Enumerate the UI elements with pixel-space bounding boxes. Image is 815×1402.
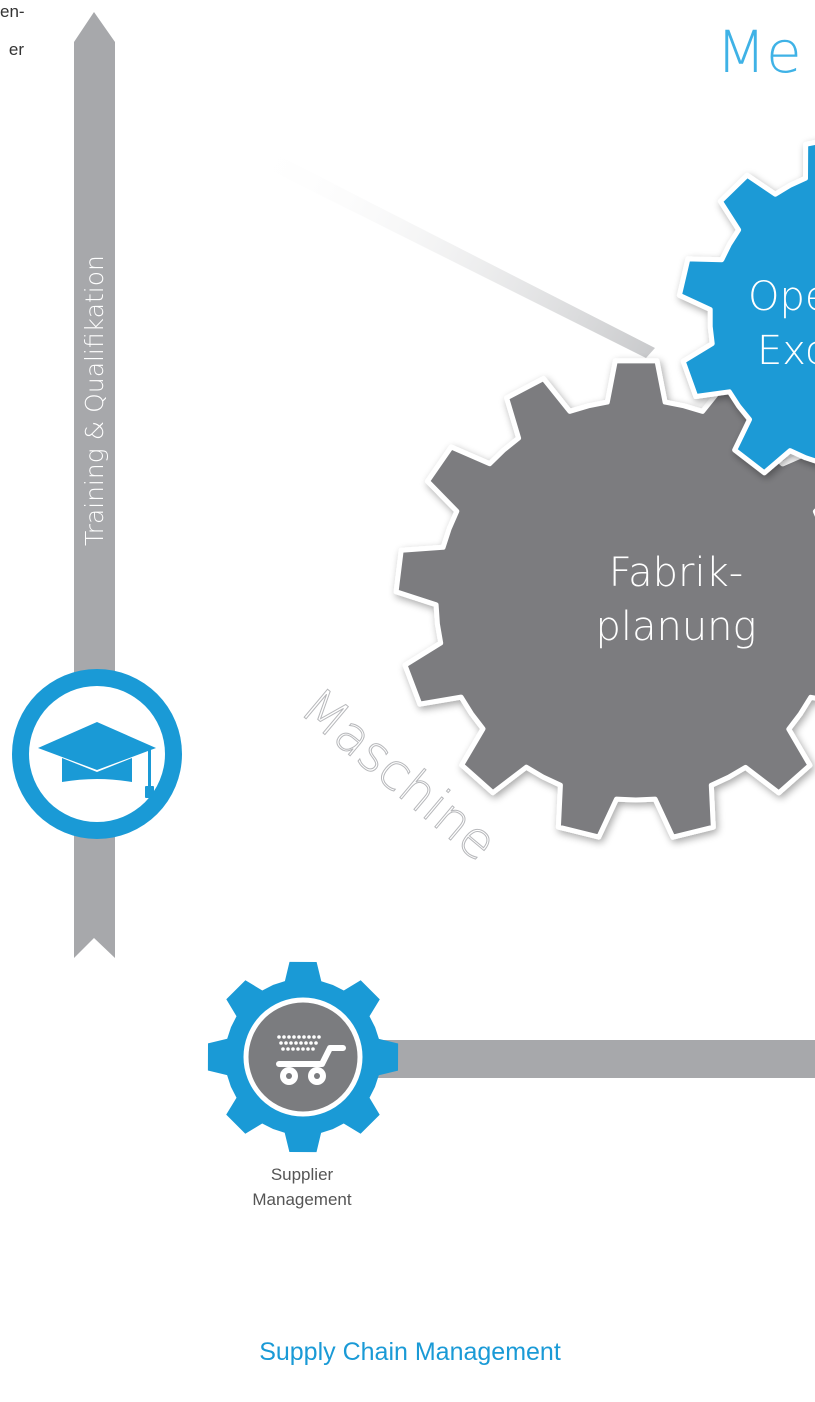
shopping-cart-icon bbox=[276, 1035, 346, 1085]
cart-dot bbox=[277, 1035, 281, 1039]
cart-dot bbox=[309, 1041, 313, 1045]
training-bar-label: Training & Qualifikation bbox=[80, 255, 109, 546]
supply-chain-bar bbox=[340, 1040, 815, 1078]
graduation-cap-icon bbox=[38, 722, 156, 798]
supplier-label-line2: Management bbox=[252, 1190, 352, 1209]
cart-dot bbox=[289, 1041, 293, 1045]
cart-dot bbox=[306, 1047, 310, 1051]
cart-dot bbox=[301, 1047, 305, 1051]
cart-dot bbox=[317, 1035, 321, 1039]
cart-dot bbox=[286, 1047, 290, 1051]
cart-dot bbox=[312, 1035, 316, 1039]
top-left-fragment-1: en- bbox=[0, 2, 25, 21]
cart-dot bbox=[294, 1041, 298, 1045]
cart-dot bbox=[304, 1041, 308, 1045]
cart-dot bbox=[287, 1035, 291, 1039]
supply-chain-label: Supply Chain Management bbox=[259, 1338, 561, 1366]
cart-dot bbox=[297, 1035, 301, 1039]
opex-label-line1: Ope bbox=[748, 274, 815, 320]
cart-dot bbox=[292, 1035, 296, 1039]
cart-dot bbox=[314, 1041, 318, 1045]
cart-dot bbox=[281, 1047, 285, 1051]
supplier-label: Supplier Management bbox=[200, 1162, 404, 1212]
top-left-fragment-2: er bbox=[8, 40, 24, 59]
cart-dot bbox=[279, 1041, 283, 1045]
cart-dot bbox=[296, 1047, 300, 1051]
title-fragment: Me bbox=[716, 18, 802, 86]
cart-dot bbox=[307, 1035, 311, 1039]
diagonal-beam bbox=[242, 140, 655, 358]
fabrikplanung-label-line2: planung bbox=[595, 604, 756, 650]
cart-dot bbox=[282, 1035, 286, 1039]
cart-dot bbox=[311, 1047, 315, 1051]
opex-label-line2: Exc bbox=[757, 328, 815, 374]
cart-dot bbox=[284, 1041, 288, 1045]
supplier-label-line1: Supplier bbox=[270, 1165, 334, 1184]
fabrikplanung-label-line1: Fabrik- bbox=[609, 550, 743, 596]
cart-dot bbox=[299, 1041, 303, 1045]
operational-excellence-gear bbox=[676, 139, 815, 476]
cart-dot bbox=[291, 1047, 295, 1051]
supplier-gear-inner bbox=[243, 997, 363, 1117]
cart-dot bbox=[302, 1035, 306, 1039]
